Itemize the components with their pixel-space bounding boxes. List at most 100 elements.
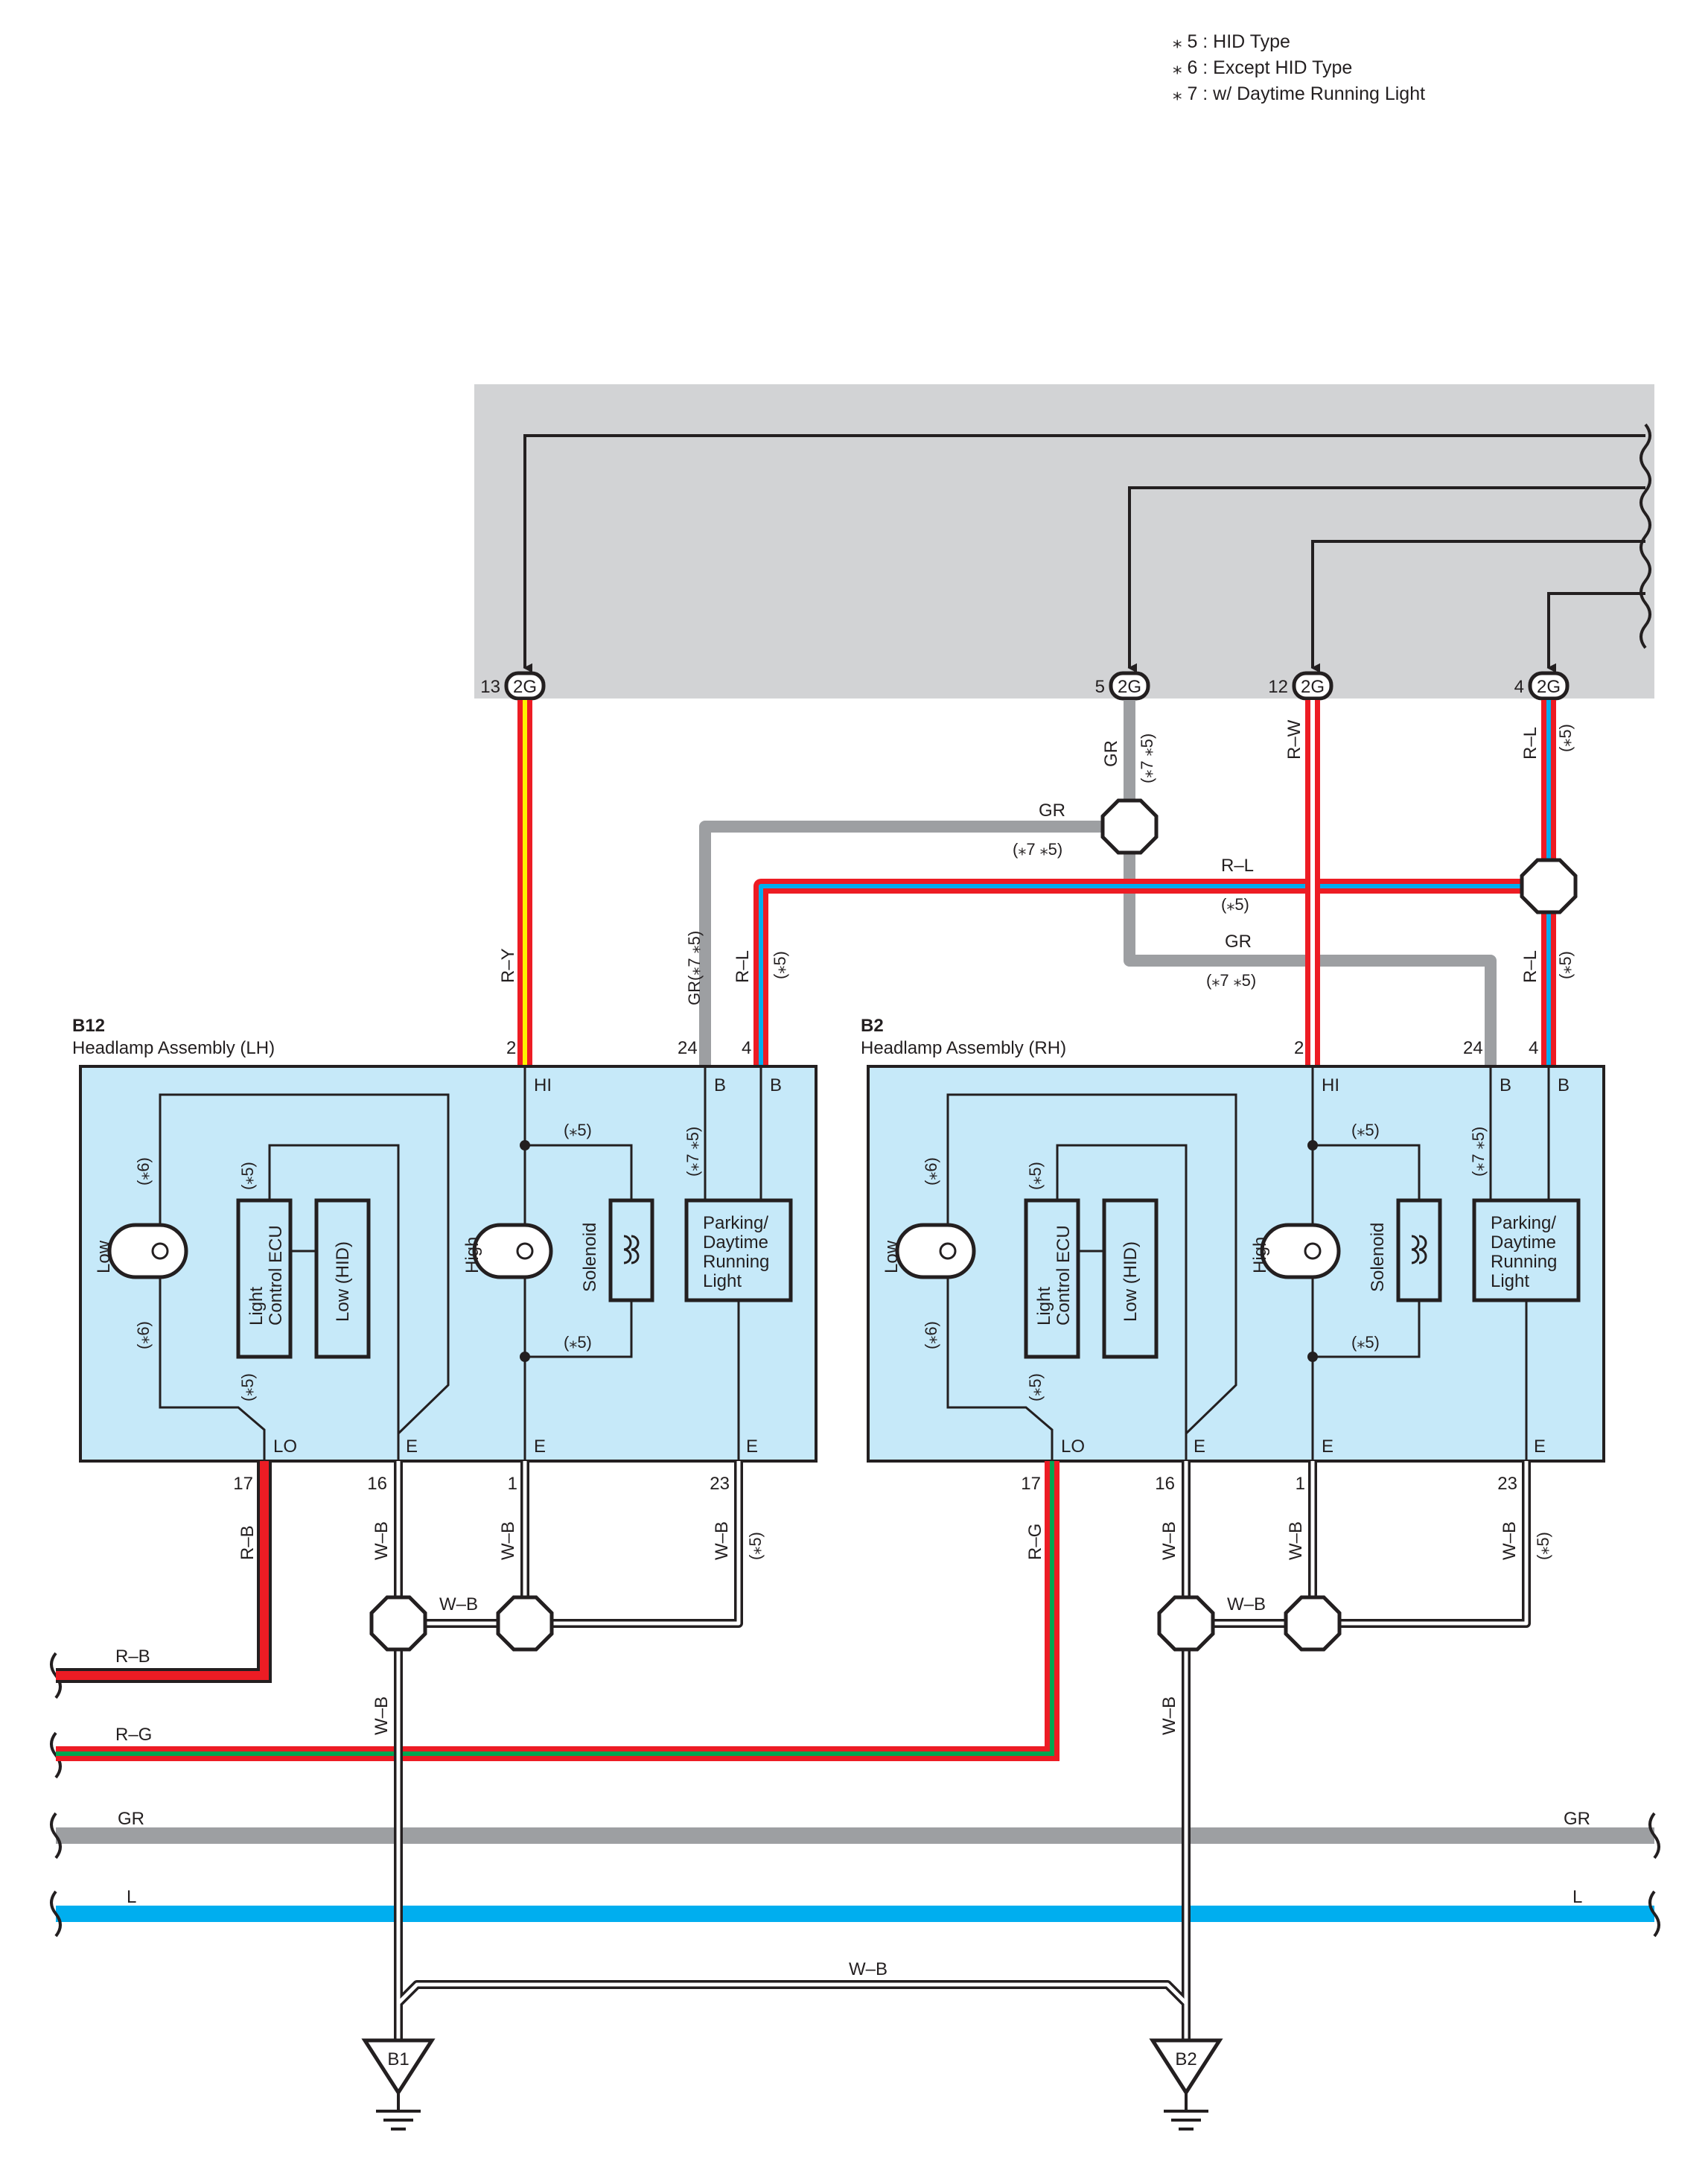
svg-text:HI: HI (1322, 1075, 1339, 1095)
svg-text:Headlamp Assembly (LH): Headlamp Assembly (LH) (72, 1038, 275, 1058)
svg-text:R–G: R–G (115, 1725, 152, 1745)
svg-text:E: E (1194, 1436, 1205, 1457)
upstream-wires (523, 423, 1651, 673)
svg-text:Running: Running (1491, 1252, 1557, 1272)
svg-text:W–B: W–B (1159, 1696, 1179, 1735)
svg-text:(⁎5): (⁎5) (1534, 1532, 1552, 1560)
connector-2g-4: 2G 4 (1514, 671, 1570, 701)
svg-text:1: 1 (508, 1474, 517, 1494)
svg-text:Control ECU: Control ECU (1054, 1225, 1074, 1326)
note-drl: ⁎ 7 : w/ Daytime Running Light (1173, 83, 1425, 104)
parking-drl-box (1472, 1198, 1581, 1302)
high-beam-bulb-icon (472, 1223, 553, 1279)
connector-2g-13: 2G 13 (480, 671, 546, 701)
svg-text:R–L: R–L (733, 950, 753, 983)
svg-text:W–B: W–B (1286, 1521, 1306, 1560)
wire-labels-top: GR (⁎7 ⁎5) GR (⁎7 ⁎5) R–W R–L (⁎5) R–L (… (498, 719, 1575, 1005)
note-except-hid: ⁎ 6 : Except HID Type (1173, 57, 1352, 78)
svg-text:16: 16 (1155, 1474, 1175, 1494)
svg-text:LO: LO (1061, 1436, 1085, 1457)
svg-text:W–B: W–B (498, 1521, 518, 1560)
svg-text:2G: 2G (513, 677, 537, 697)
junction-rh-1 (1157, 1595, 1215, 1652)
svg-text:17: 17 (1021, 1474, 1041, 1494)
svg-text:(⁎5): (⁎5) (1026, 1373, 1045, 1401)
svg-text:W–B: W–B (372, 1521, 392, 1560)
connector-2g-5: 2G 5 (1095, 671, 1150, 701)
svg-text:2: 2 (506, 1038, 516, 1058)
svg-text:W–B: W–B (439, 1594, 478, 1614)
svg-text:12: 12 (1268, 677, 1288, 697)
svg-text:Solenoid: Solenoid (580, 1223, 600, 1292)
svg-text:R–L: R–L (1221, 856, 1254, 876)
wire-r-g (56, 1461, 1059, 1761)
svg-text:(⁎5): (⁎5) (1221, 895, 1249, 914)
svg-text:(⁎5): (⁎5) (1556, 724, 1575, 752)
svg-text:(⁎5): (⁎5) (1556, 951, 1575, 979)
svg-text:Running: Running (703, 1252, 769, 1272)
svg-text:Parking/: Parking/ (703, 1213, 768, 1233)
svg-text:13: 13 (480, 677, 500, 697)
svg-text:4: 4 (742, 1038, 751, 1058)
svg-text:B: B (770, 1075, 782, 1095)
low-hid-box (1102, 1198, 1159, 1359)
svg-text:E: E (746, 1436, 758, 1457)
svg-text:B2: B2 (861, 1016, 884, 1036)
svg-text:(⁎5): (⁎5) (1026, 1162, 1045, 1190)
legend-notes: ⁎ 5 : HID Type ⁎ 6 : Except HID Type ⁎ 7… (1173, 31, 1425, 104)
svg-text:GR: GR (1564, 1809, 1590, 1829)
svg-text:2G: 2G (1537, 677, 1561, 697)
low-beam-bulb-icon (895, 1223, 976, 1279)
svg-text:GR: GR (1225, 932, 1252, 952)
svg-text:Headlamp Assembly (RH): Headlamp Assembly (RH) (861, 1038, 1066, 1058)
svg-text:Light: Light (1491, 1271, 1529, 1291)
svg-text:GR: GR (118, 1809, 144, 1829)
svg-text:Low (HID): Low (HID) (1121, 1241, 1141, 1322)
svg-text:Low (HID): Low (HID) (333, 1241, 353, 1322)
svg-text:R–B: R–B (115, 1646, 150, 1667)
svg-text:(⁎6): (⁎6) (134, 1321, 153, 1349)
svg-text:E: E (534, 1436, 546, 1457)
svg-text:23: 23 (710, 1474, 730, 1494)
svg-text:Parking/: Parking/ (1491, 1213, 1556, 1233)
svg-text:B1: B1 (387, 2049, 409, 2069)
svg-text:2G: 2G (1301, 677, 1325, 697)
junction-lh-1 (369, 1595, 427, 1652)
svg-text:5: 5 (1095, 677, 1105, 697)
low-beam-bulb-icon (107, 1223, 188, 1279)
ground-icon (376, 2093, 421, 2131)
note-hid: ⁎ 5 : HID Type (1173, 31, 1290, 52)
svg-text:24: 24 (1463, 1038, 1483, 1058)
svg-text:(⁎7 ⁎5): (⁎7 ⁎5) (1013, 840, 1062, 859)
svg-text:B: B (1558, 1075, 1570, 1095)
svg-text:(⁎5): (⁎5) (771, 951, 789, 979)
high-beam-bulb-icon (1260, 1223, 1341, 1279)
svg-text:B2: B2 (1175, 2049, 1196, 2069)
svg-text:L: L (1572, 1887, 1582, 1907)
svg-text:Low: Low (882, 1240, 902, 1273)
svg-text:23: 23 (1497, 1474, 1517, 1494)
svg-text:(⁎5): (⁎5) (1351, 1121, 1380, 1139)
headlamp-assembly-rh: B2 Headlamp Assembly (RH) 2 24 4 (861, 1016, 1605, 1494)
svg-text:4: 4 (1529, 1038, 1538, 1058)
parking-drl-box (684, 1198, 793, 1302)
svg-text:(⁎7 ⁎5): (⁎7 ⁎5) (1206, 971, 1256, 990)
svg-text:GR(⁎7 ⁎5): GR(⁎7 ⁎5) (685, 931, 704, 1005)
svg-text:E: E (406, 1436, 418, 1457)
svg-text:W–B: W–B (849, 1959, 888, 1979)
svg-text:HI: HI (534, 1075, 552, 1095)
svg-text:High: High (462, 1237, 482, 1273)
svg-text:(⁎7 ⁎5): (⁎7 ⁎5) (1138, 734, 1156, 783)
svg-text:(⁎5): (⁎5) (1351, 1333, 1380, 1352)
light-control-ecu (1024, 1198, 1080, 1359)
svg-text:2G: 2G (1118, 677, 1141, 697)
svg-text:(⁎6): (⁎6) (922, 1321, 940, 1349)
junction-r-l (1520, 858, 1578, 914)
svg-text:B12: B12 (72, 1016, 105, 1036)
svg-text:(⁎7 ⁎5): (⁎7 ⁎5) (683, 1127, 702, 1177)
svg-text:Light: Light (703, 1271, 742, 1291)
svg-text:E: E (1534, 1436, 1546, 1457)
svg-text:(⁎5): (⁎5) (238, 1373, 257, 1401)
svg-text:Light: Light (1034, 1287, 1054, 1326)
